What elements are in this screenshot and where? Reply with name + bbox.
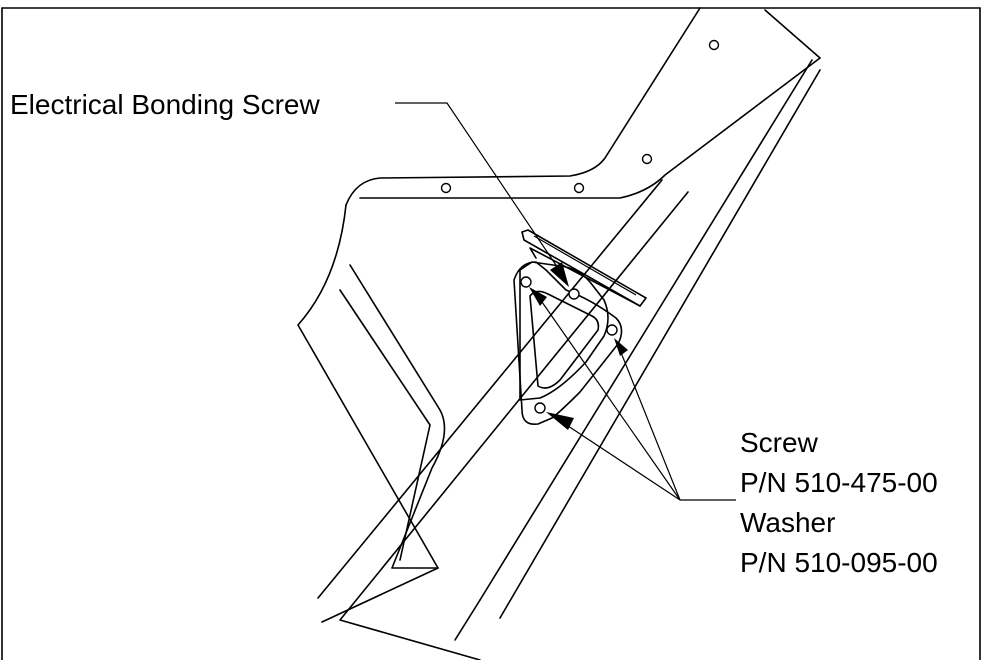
washer-label: Washer: [740, 507, 836, 538]
bonding-screw-leader: [395, 102, 567, 281]
screw-arrow-3: [546, 412, 574, 430]
screw-leader-2: [617, 344, 681, 501]
bonding-screw-arrow: [550, 262, 569, 287]
bonding-screw-label: Electrical Bonding Screw: [10, 89, 320, 120]
figure-border: [1, 7, 981, 661]
washer-part-number: P/N 510-095-00: [740, 547, 938, 578]
screw-leader-1: [534, 291, 681, 501]
frame-upper-arm: [345, 7, 821, 619]
bracket-assembly: [513, 229, 647, 426]
screw-arrow-2: [614, 338, 628, 356]
leader-lines: [395, 102, 736, 501]
frame-main-rail: [317, 179, 689, 661]
frame-left-arm: [297, 204, 446, 623]
screw-part-number: P/N 510-475-00: [740, 467, 938, 498]
screw-label: Screw: [740, 427, 818, 458]
bracket-holes: [520, 276, 618, 414]
arrowheads: [529, 262, 628, 430]
screw-leader-3: [555, 417, 681, 501]
screw-arrow-1: [529, 287, 547, 306]
frame-holes: [440, 39, 720, 194]
